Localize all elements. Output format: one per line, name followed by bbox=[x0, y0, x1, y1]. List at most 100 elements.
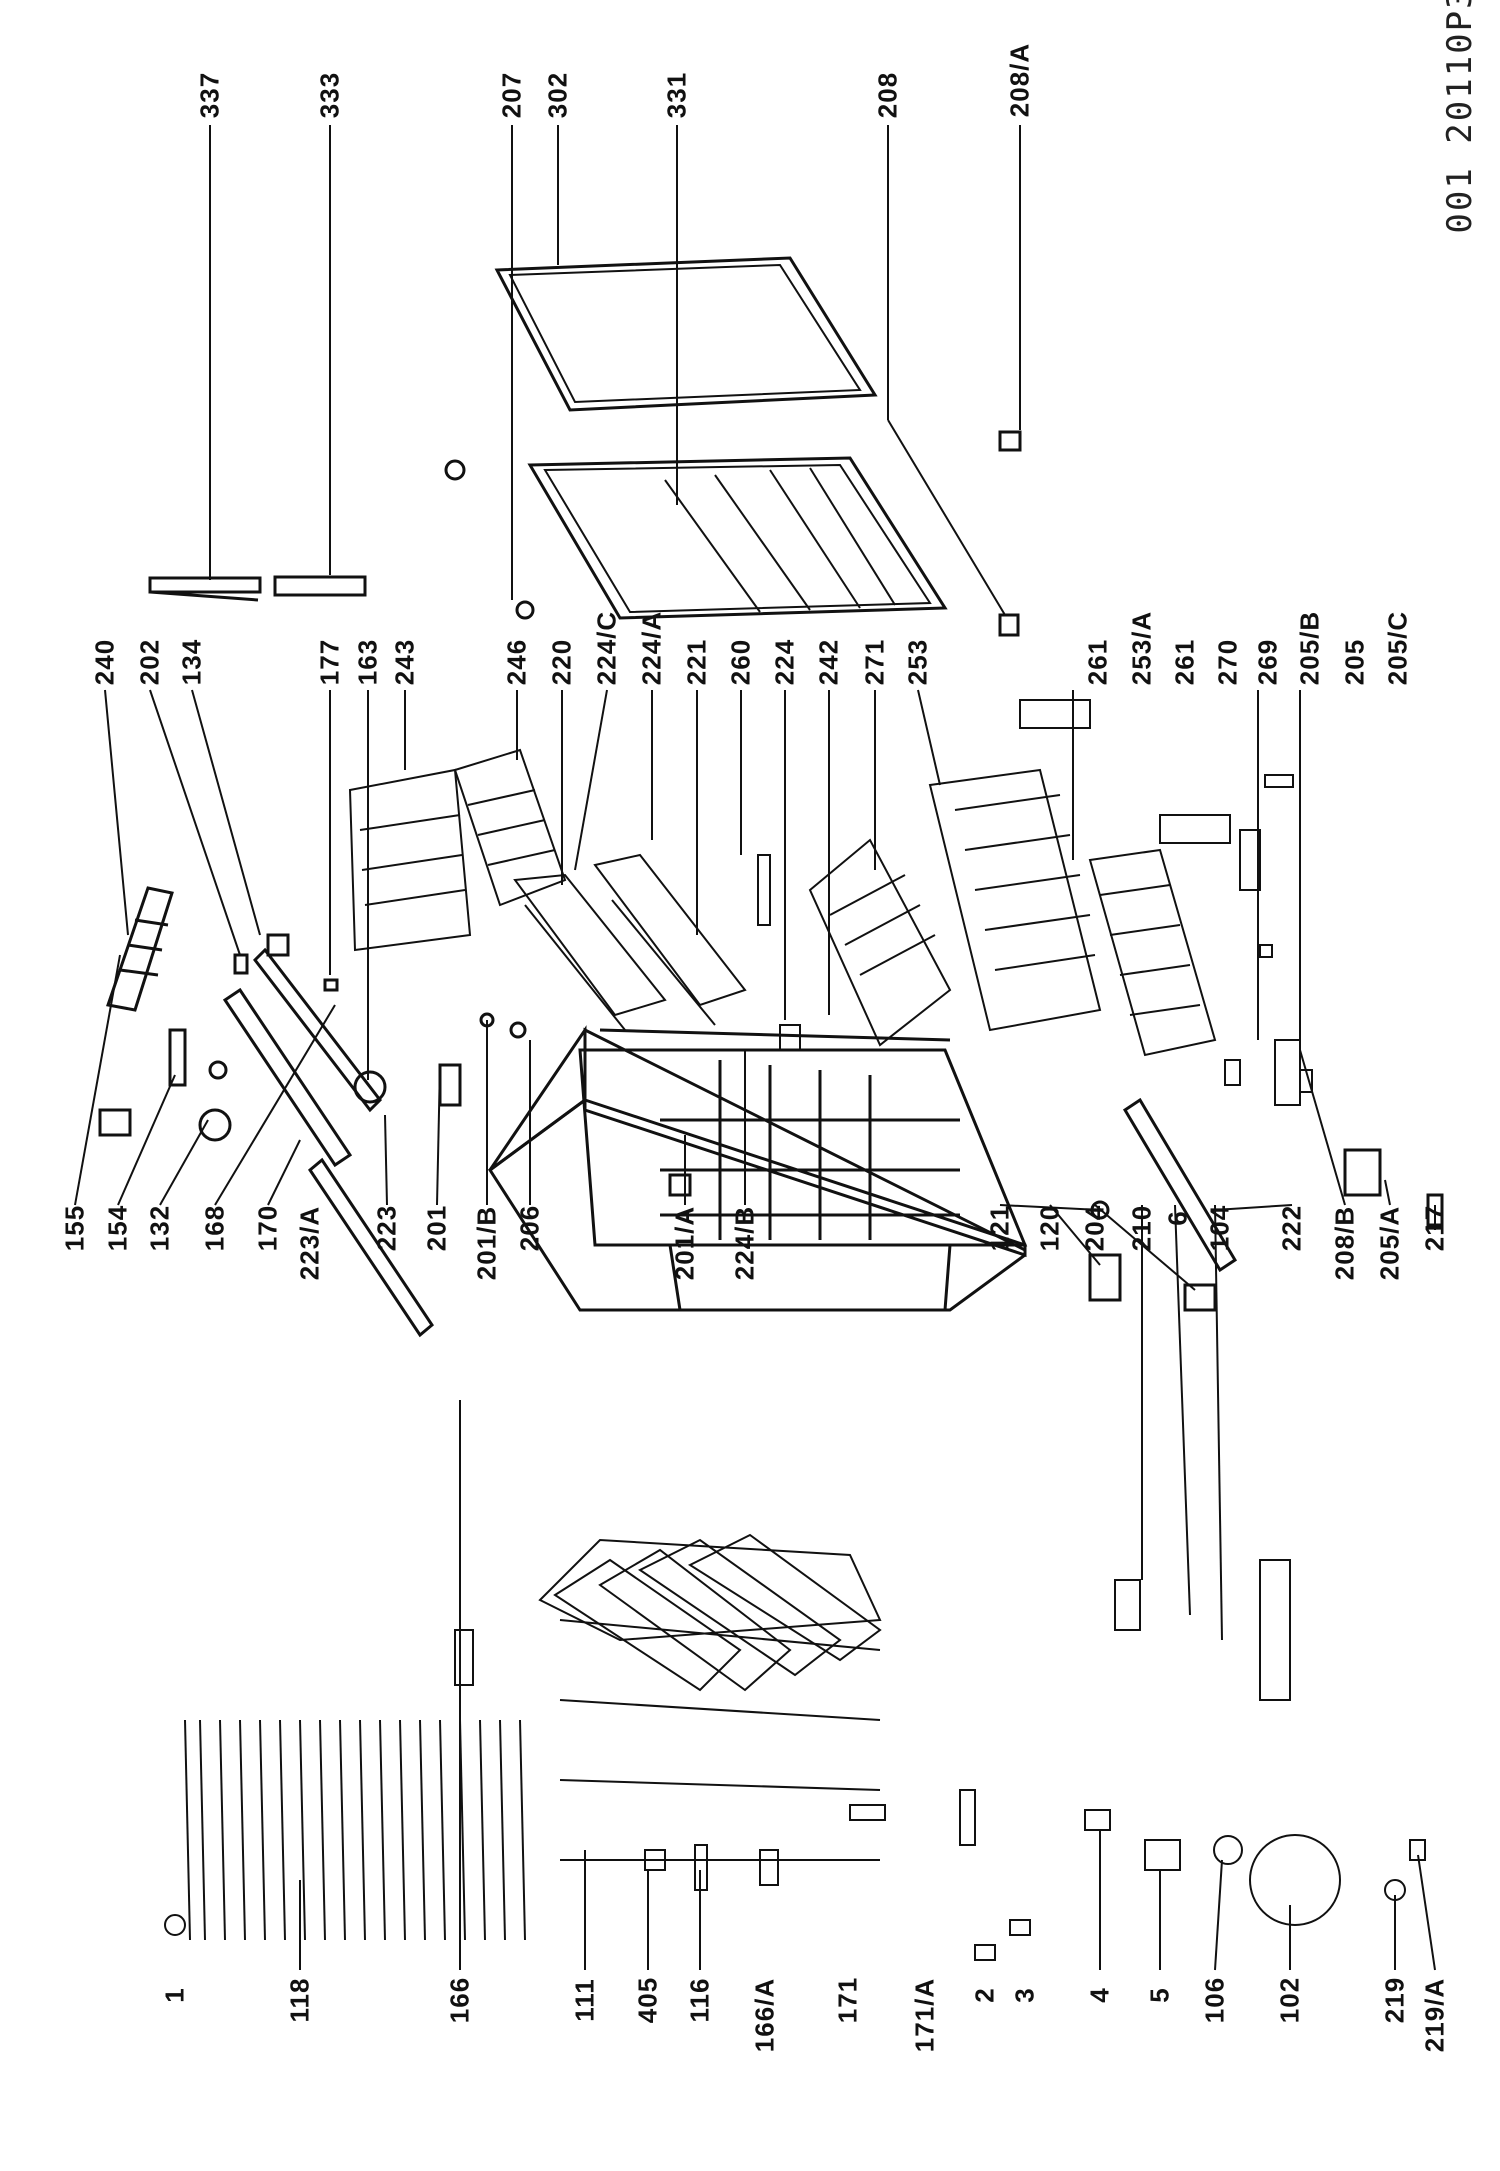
basket-253a bbox=[1088, 848, 1217, 1057]
strip-260 bbox=[757, 854, 771, 926]
label-221: 221 bbox=[681, 638, 712, 686]
nut bbox=[208, 1060, 228, 1080]
clip-2 bbox=[974, 1944, 996, 1961]
hinge-208 bbox=[998, 613, 1020, 637]
label-5: 5 bbox=[1144, 1987, 1175, 2003]
shelf-243 bbox=[348, 768, 472, 952]
tray-221 bbox=[593, 853, 747, 1026]
control-panel-170 bbox=[253, 947, 382, 1113]
label-210: 210 bbox=[1126, 1204, 1157, 1252]
label-219: 219 bbox=[1379, 1976, 1410, 2024]
leader-208b-seg bbox=[887, 419, 1006, 616]
grommet-1 bbox=[164, 1914, 186, 1936]
label-260: 260 bbox=[725, 638, 756, 686]
label-168: 168 bbox=[199, 1204, 230, 1252]
label-253: 253 bbox=[902, 638, 933, 686]
label-166: 166 bbox=[444, 1976, 475, 2024]
compartment-220 bbox=[513, 873, 667, 1031]
label-205c: 205/C bbox=[1382, 610, 1413, 686]
label-223a: 223/A bbox=[294, 1205, 325, 1281]
leader-222 bbox=[1214, 1204, 1293, 1211]
label-222: 222 bbox=[1276, 1204, 1307, 1252]
label-104: 104 bbox=[1204, 1204, 1235, 1252]
label-1: 1 bbox=[159, 1987, 190, 2003]
label-120: 120 bbox=[1034, 1204, 1065, 1252]
label-204: 204 bbox=[1079, 1204, 1110, 1252]
filter-166a bbox=[759, 1849, 779, 1886]
label-201a: 201/A bbox=[669, 1205, 700, 1281]
label-261-second: 261 bbox=[1169, 638, 1200, 686]
label-246: 246 bbox=[501, 638, 532, 686]
label-208a: 208/A bbox=[1004, 42, 1035, 118]
label-202: 202 bbox=[134, 638, 165, 686]
label-121: 121 bbox=[984, 1204, 1015, 1252]
label-224a: 224/A bbox=[636, 610, 667, 686]
label-111: 111 bbox=[569, 1978, 600, 2022]
hinge-cap-top bbox=[444, 459, 466, 481]
label-337: 337 bbox=[194, 71, 225, 119]
leader-132 bbox=[159, 1119, 209, 1206]
label-405: 405 bbox=[632, 1976, 663, 2024]
handle-270 bbox=[1239, 829, 1261, 891]
door-trim-333 bbox=[273, 575, 367, 597]
label-331: 331 bbox=[661, 71, 692, 119]
cover-204 bbox=[1183, 1283, 1217, 1312]
screw-205c bbox=[1299, 1069, 1313, 1093]
leader-240 bbox=[104, 689, 129, 936]
compressor-102 bbox=[1249, 1834, 1341, 1926]
label-302: 302 bbox=[542, 71, 573, 119]
pin-205b bbox=[1259, 944, 1273, 958]
coil-132 bbox=[198, 1108, 232, 1142]
bracket-171a bbox=[959, 1789, 976, 1846]
label-177: 177 bbox=[314, 638, 345, 686]
label-205b: 205/B bbox=[1294, 610, 1325, 686]
thermostat-154 bbox=[168, 1028, 187, 1087]
leader-170 bbox=[267, 1139, 301, 1206]
label-171a: 171/A bbox=[909, 1977, 940, 2053]
label-118: 118 bbox=[284, 1977, 315, 2023]
relay-4 bbox=[1084, 1809, 1111, 1831]
label-261-first: 261 bbox=[1082, 638, 1113, 686]
leader-219a bbox=[1417, 1854, 1436, 1971]
label-270: 270 bbox=[1212, 638, 1243, 686]
plug-121 bbox=[1090, 1200, 1110, 1220]
leader-224c bbox=[574, 689, 608, 871]
leader-121 bbox=[999, 1204, 1101, 1211]
leader-104 bbox=[1214, 1204, 1223, 1641]
leader-202 bbox=[149, 689, 241, 956]
thermostat-knob-163 bbox=[353, 1070, 387, 1104]
label-207: 207 bbox=[496, 71, 527, 119]
shelf-242 bbox=[808, 838, 952, 1047]
label-201: 201 bbox=[421, 1204, 452, 1252]
leader-6 bbox=[1174, 1204, 1191, 1616]
label-106: 106 bbox=[1199, 1976, 1230, 2024]
filter-166 bbox=[454, 1629, 474, 1686]
basket-front-261a bbox=[1019, 699, 1091, 729]
label-223: 223 bbox=[371, 1204, 402, 1252]
knob-134 bbox=[266, 933, 290, 957]
clip-202 bbox=[233, 953, 249, 975]
switch-155 bbox=[98, 1108, 132, 1137]
door-panel bbox=[527, 456, 948, 620]
label-171: 171 bbox=[832, 1976, 863, 2024]
kick-plate-222 bbox=[1122, 1097, 1238, 1273]
label-206: 206 bbox=[514, 1204, 545, 1252]
label-224b: 224/B bbox=[729, 1205, 760, 1281]
grille-120 bbox=[1088, 1253, 1122, 1302]
control-housing-168 bbox=[222, 987, 353, 1168]
leader-208b bbox=[1299, 1049, 1346, 1206]
label-208: 208 bbox=[872, 71, 903, 119]
label-116: 116 bbox=[684, 1977, 715, 2023]
basket-front-261b bbox=[1159, 814, 1231, 844]
leader-155 bbox=[74, 954, 121, 1206]
label-205a: 205/A bbox=[1374, 1205, 1405, 1281]
ice-tray-240 bbox=[106, 886, 174, 1012]
label-201b: 201/B bbox=[471, 1205, 502, 1281]
hinge-205 bbox=[1274, 1039, 1301, 1106]
label-220: 220 bbox=[546, 638, 577, 686]
label-333: 333 bbox=[314, 71, 345, 119]
rail-210-b bbox=[1259, 1559, 1291, 1701]
shelf-246 bbox=[453, 748, 567, 907]
bracket-210 bbox=[1114, 1579, 1141, 1631]
label-242: 242 bbox=[813, 638, 844, 686]
